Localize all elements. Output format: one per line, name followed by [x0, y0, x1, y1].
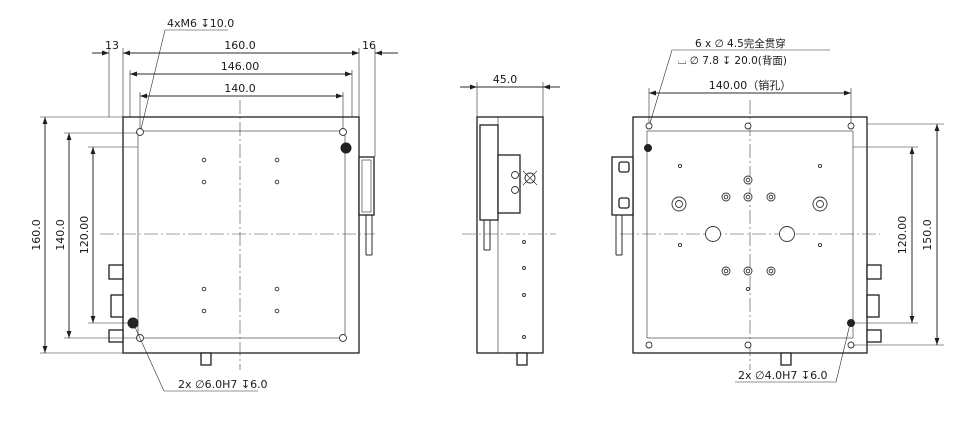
front-small-holes [201, 157, 280, 314]
front-plate-outline [122, 116, 360, 354]
front-thread-callout: 4xM6 ↧10.0 [167, 17, 234, 30]
front-pin-leader [133, 324, 258, 392]
front-dim-140-width: 140.0 [224, 82, 256, 95]
front-thread-leader [140, 29, 228, 130]
back-pin-leader [735, 323, 851, 383]
front-dowel-hole-top [340, 142, 352, 154]
back-dim-120-height: 120.00 [896, 216, 909, 255]
front-dowel-hole-bottom [127, 317, 139, 329]
back-dowel-hole-top [644, 144, 652, 152]
side-bracket [497, 154, 521, 214]
front-left-connectors [108, 264, 124, 343]
back-dim-140-pin: 140.00（销孔） [709, 78, 792, 92]
back-hole-callout-line1: 6 x ∅ 4.5完全贯穿 [695, 37, 786, 50]
front-dim-120-height: 120.00 [78, 216, 91, 255]
back-hole-leader [649, 49, 830, 124]
front-dim-160-width: 160.0 [224, 39, 256, 52]
front-dim-146: 146.00 [221, 60, 260, 73]
front-pin-callout: 2x ∅6.0H7 ↧6.0 [178, 378, 268, 391]
side-dim-45: 45.0 [493, 73, 518, 86]
back-bore-left [705, 226, 721, 242]
front-dim-160-height: 160.0 [30, 219, 43, 251]
back-hole-callout-line2: ⌴ ∅ 7.8 ↧ 20.0(背面) [678, 54, 787, 67]
side-view: 45.0 [460, 73, 560, 366]
back-pin-callout: 2x ∅4.0H7 ↧6.0 [738, 369, 828, 382]
front-dim-13: 13 [105, 39, 119, 52]
back-small-holes [677, 163, 823, 292]
back-bore-right [779, 226, 795, 242]
back-sensor-bracket [611, 156, 634, 256]
front-corner-hole-tl [136, 128, 144, 136]
front-view: 13 160.0 16 146.00 140.0 4xM6 ↧10.0 160.… [30, 17, 398, 392]
front-corner-hole-tr [339, 128, 347, 136]
front-bottom-tab [200, 352, 212, 366]
front-sensor-bracket [358, 156, 375, 256]
front-hole-pattern-outline [137, 130, 346, 339]
front-dim-16: 16 [362, 39, 376, 52]
front-corner-hole-br [339, 334, 347, 342]
back-right-connectors [866, 264, 882, 343]
back-through-hole [645, 122, 653, 130]
back-dim-150-height: 150.0 [921, 219, 934, 251]
back-screw-holes [721, 175, 776, 276]
back-view: 140.00（销孔） 6 x ∅ 4.5完全贯穿 ⌴ ∅ 7.8 ↧ 20.0(… [611, 37, 944, 383]
front-dim-140-height: 140.0 [54, 219, 67, 251]
